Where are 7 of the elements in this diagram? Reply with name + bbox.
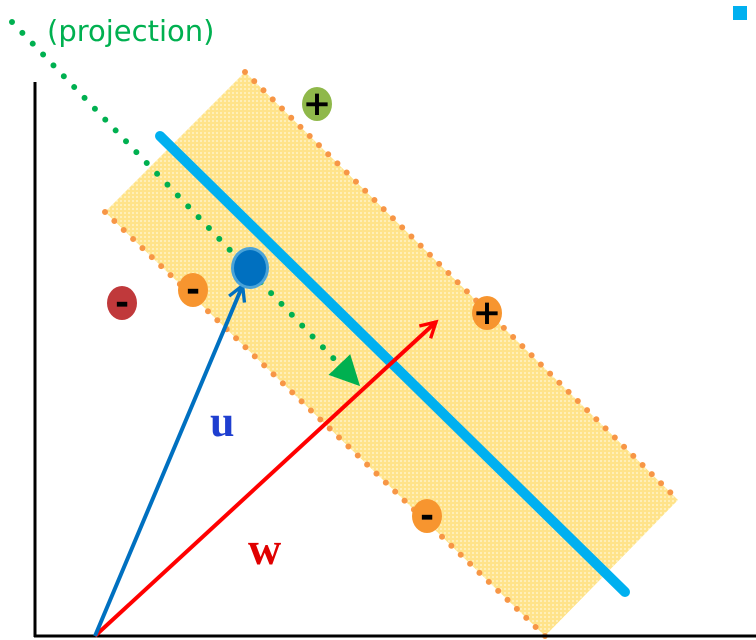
vector-arrow bbox=[93, 284, 246, 637]
vector-label: w bbox=[248, 526, 282, 572]
projection-caption: (projection) bbox=[47, 16, 214, 48]
class-point: - bbox=[107, 286, 137, 320]
data-point bbox=[234, 250, 266, 286]
class-point: + bbox=[302, 87, 332, 121]
vector-label: u bbox=[210, 400, 234, 444]
